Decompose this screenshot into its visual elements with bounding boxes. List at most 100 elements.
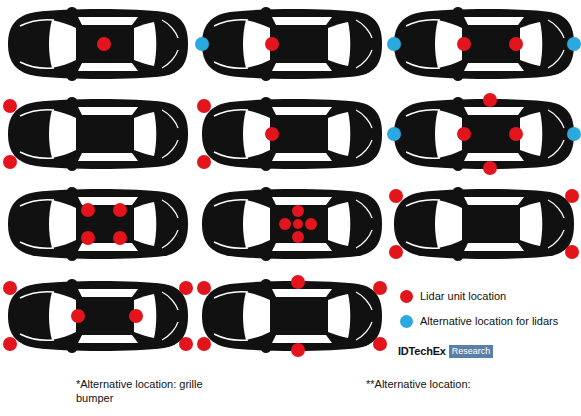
side-window: [464, 17, 524, 25]
lidar-dot: [81, 203, 95, 217]
car-part: [356, 292, 372, 310]
side-window: [272, 289, 332, 297]
lidar-dot: [179, 337, 193, 351]
windshield: [49, 20, 76, 68]
car-top-view: [389, 187, 579, 261]
car-part: [548, 140, 564, 158]
side-window: [464, 243, 524, 251]
windshield: [243, 200, 270, 248]
lidar-dot: [389, 245, 403, 259]
lidar-dot: [293, 219, 303, 229]
logo-subtitle: Research: [449, 345, 494, 358]
lidar-dot: [373, 281, 387, 295]
side-window: [78, 17, 138, 25]
car-part: [548, 20, 564, 38]
side-window: [464, 107, 524, 115]
legend-swatch: [400, 315, 413, 328]
side-window: [78, 289, 138, 297]
lidar-dot: [457, 37, 471, 51]
rear-window: [134, 22, 156, 66]
rear-window: [328, 112, 350, 156]
car-top-view: [3, 279, 193, 353]
car-part: [162, 230, 178, 248]
side-window: [272, 17, 332, 25]
side-window: [272, 243, 332, 251]
car-part: [162, 292, 178, 310]
lidar-dot: [305, 218, 317, 230]
lidar-dot: [291, 275, 305, 289]
lidar-dot: [197, 155, 211, 169]
car-part: [406, 62, 440, 68]
car-part: [356, 322, 372, 340]
alternative-lidar-dot: [567, 127, 581, 141]
lidar-dot: [483, 161, 497, 175]
side-window: [272, 107, 332, 115]
footnote: bumper: [76, 391, 113, 405]
lidar-dot: [265, 127, 279, 141]
alternative-lidar-dot: [387, 37, 401, 51]
car-top-view: [197, 275, 387, 357]
lidar-dot: [3, 99, 17, 113]
car-part: [162, 20, 178, 38]
lidar-dot: [3, 337, 17, 351]
side-window: [272, 63, 332, 71]
car-part: [20, 334, 54, 340]
car-part: [162, 110, 178, 128]
side-window: [78, 153, 138, 161]
legend-text: Alternative location for lidars: [420, 314, 558, 328]
car-part: [20, 200, 54, 206]
rear-window: [520, 112, 542, 156]
rear-window: [134, 112, 156, 156]
windshield: [435, 200, 462, 248]
car-body: [202, 189, 382, 259]
lidar-dot: [292, 231, 304, 243]
lidar-dot: [509, 37, 523, 51]
lidar-dot: [279, 218, 291, 230]
car-part: [214, 110, 248, 116]
car-top-view: [8, 7, 188, 81]
windshield: [243, 292, 270, 340]
legend-swatch: [400, 290, 413, 303]
lidar-dot: [197, 281, 211, 295]
car-part: [356, 20, 372, 38]
lidar-dot: [129, 309, 143, 323]
rear-window: [134, 202, 156, 246]
car-part: [20, 152, 54, 158]
alternative-lidar-dot: [567, 37, 581, 51]
lidar-dot: [71, 309, 85, 323]
car-part: [214, 20, 248, 26]
logo-wordmark: IDTechEx: [398, 344, 446, 358]
car-part: [214, 242, 248, 248]
car-part: [20, 110, 54, 116]
car-part: [548, 200, 564, 218]
car-part: [548, 230, 564, 248]
lidar-dot: [265, 37, 279, 51]
car-part: [406, 110, 440, 116]
car-part: [406, 20, 440, 26]
side-window: [272, 153, 332, 161]
car-part: [214, 334, 248, 340]
lidar-dot: [3, 155, 17, 169]
side-window: [78, 63, 138, 71]
lidar-dot: [292, 205, 304, 217]
alternative-lidar-dot: [387, 127, 401, 141]
lidar-dot: [457, 127, 471, 141]
side-window: [78, 107, 138, 115]
alternative-lidar-dot: [195, 37, 209, 51]
car-part: [20, 242, 54, 248]
car-body: [394, 9, 574, 79]
windshield: [49, 200, 76, 248]
footnote: **Alternative location:: [366, 377, 471, 391]
rear-window: [328, 202, 350, 246]
car-body: [394, 189, 574, 259]
car-body: [202, 9, 382, 79]
lidar-dot: [389, 189, 403, 203]
car-part: [548, 110, 564, 128]
car-top-view: [387, 93, 581, 175]
side-window: [272, 335, 332, 343]
car-top-view: [387, 7, 581, 81]
car-body: [394, 99, 574, 169]
footnote: *Alternative location: grille: [76, 377, 203, 391]
lidar-dot: [483, 93, 497, 107]
